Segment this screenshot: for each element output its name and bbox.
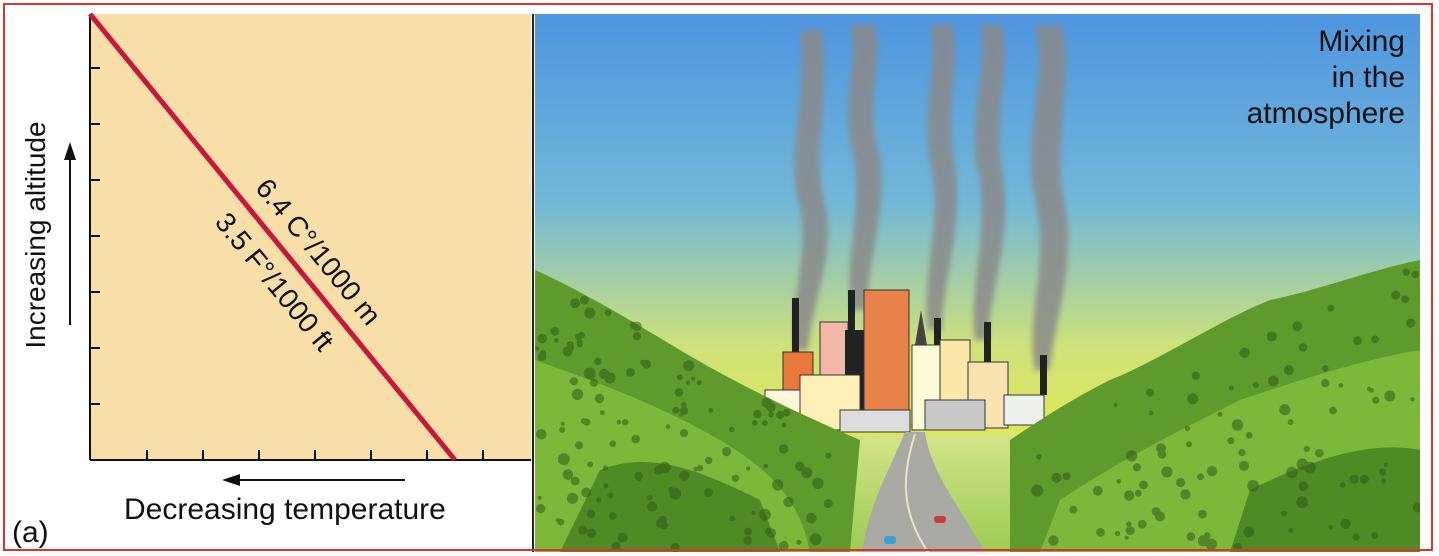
scene-caption: Mixing in the atmosphere — [1247, 24, 1405, 132]
road-centerline — [904, 433, 929, 552]
panel-label: (a) — [12, 516, 49, 549]
caption-line-3: atmosphere — [1246, 97, 1405, 130]
road — [862, 432, 985, 552]
car-red — [934, 516, 946, 523]
axis-ticks — [90, 67, 484, 460]
caption-line-2: in the — [1331, 61, 1405, 94]
hills-right — [1010, 260, 1420, 552]
caption-line-1: Mixing — [1318, 25, 1405, 58]
smoke-plumes — [793, 25, 1069, 370]
graph-background — [90, 14, 531, 460]
foliage-texture — [535, 268, 1420, 552]
temperature-arrow-icon — [222, 474, 240, 486]
altitude-arrow-icon — [64, 142, 76, 160]
car-blue — [884, 536, 896, 544]
lapse-rate-line — [88, 12, 457, 462]
x-axis-label: Decreasing temperature — [124, 493, 446, 526]
city-skyline — [764, 289, 1047, 433]
